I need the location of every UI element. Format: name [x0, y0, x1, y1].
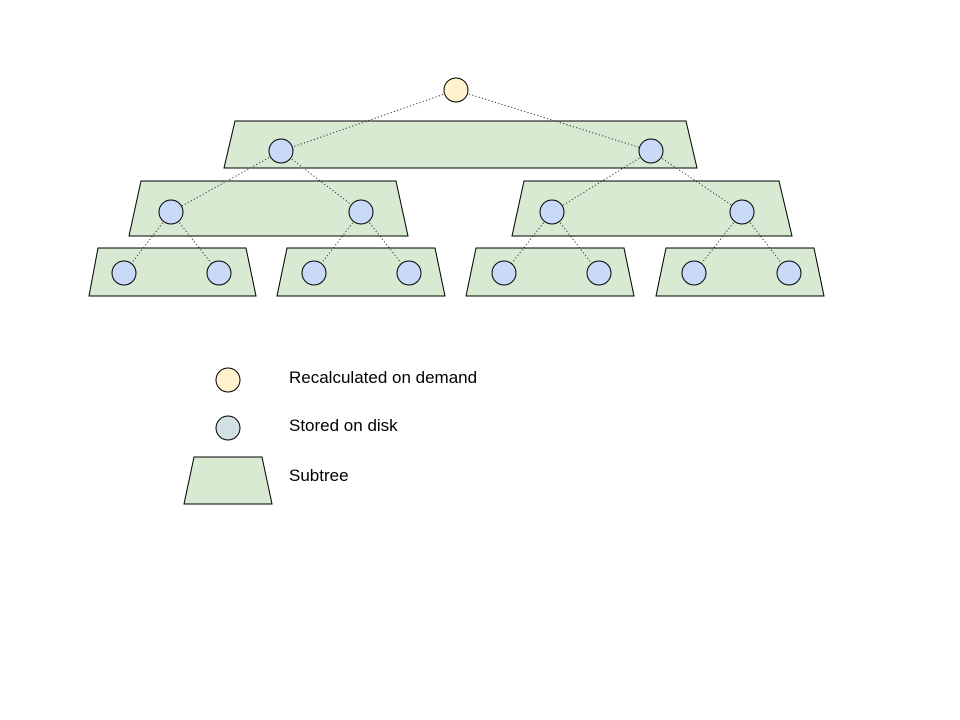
legend-recalculated-icon — [215, 367, 241, 393]
tree-edge — [313, 211, 362, 274]
tree-edge — [123, 211, 172, 274]
stored-node — [491, 260, 517, 286]
tree-edge — [693, 211, 743, 274]
subtree-trapezoid — [511, 180, 793, 237]
legend-stored-label: Stored on disk — [289, 416, 398, 435]
tree-edge — [551, 150, 652, 213]
legend-subtree-label: Subtree — [289, 466, 349, 485]
stored-node — [348, 199, 374, 225]
stored-node — [268, 138, 294, 164]
stored-node — [776, 260, 802, 286]
tree-edge — [280, 89, 457, 152]
tree-edge — [551, 211, 600, 274]
legend — [183, 367, 273, 505]
edge-layer — [123, 89, 790, 274]
stored-node — [729, 199, 755, 225]
tree-edge — [170, 150, 282, 213]
tree-edge — [170, 211, 220, 274]
tree-edge — [503, 211, 553, 274]
stored-node — [681, 260, 707, 286]
stored-node — [111, 260, 137, 286]
tree-edge — [360, 211, 410, 274]
subtree-layer — [88, 120, 825, 297]
legend-recalculated-label: Recalculated on demand — [289, 368, 478, 387]
tree-edge — [455, 89, 652, 152]
stored-node — [158, 199, 184, 225]
stored-node — [638, 138, 664, 164]
recalculated-root-node — [443, 77, 469, 103]
subtree-trapezoid — [223, 120, 698, 169]
tree-edge — [741, 211, 790, 274]
node-layer — [111, 77, 802, 286]
legend-subtree-icon — [183, 456, 273, 505]
legend-stored-icon — [215, 415, 241, 441]
stored-node — [396, 260, 422, 286]
stored-node — [301, 260, 327, 286]
stored-node — [586, 260, 612, 286]
stored-node — [539, 199, 565, 225]
tree-edge — [650, 150, 743, 213]
stored-node — [206, 260, 232, 286]
